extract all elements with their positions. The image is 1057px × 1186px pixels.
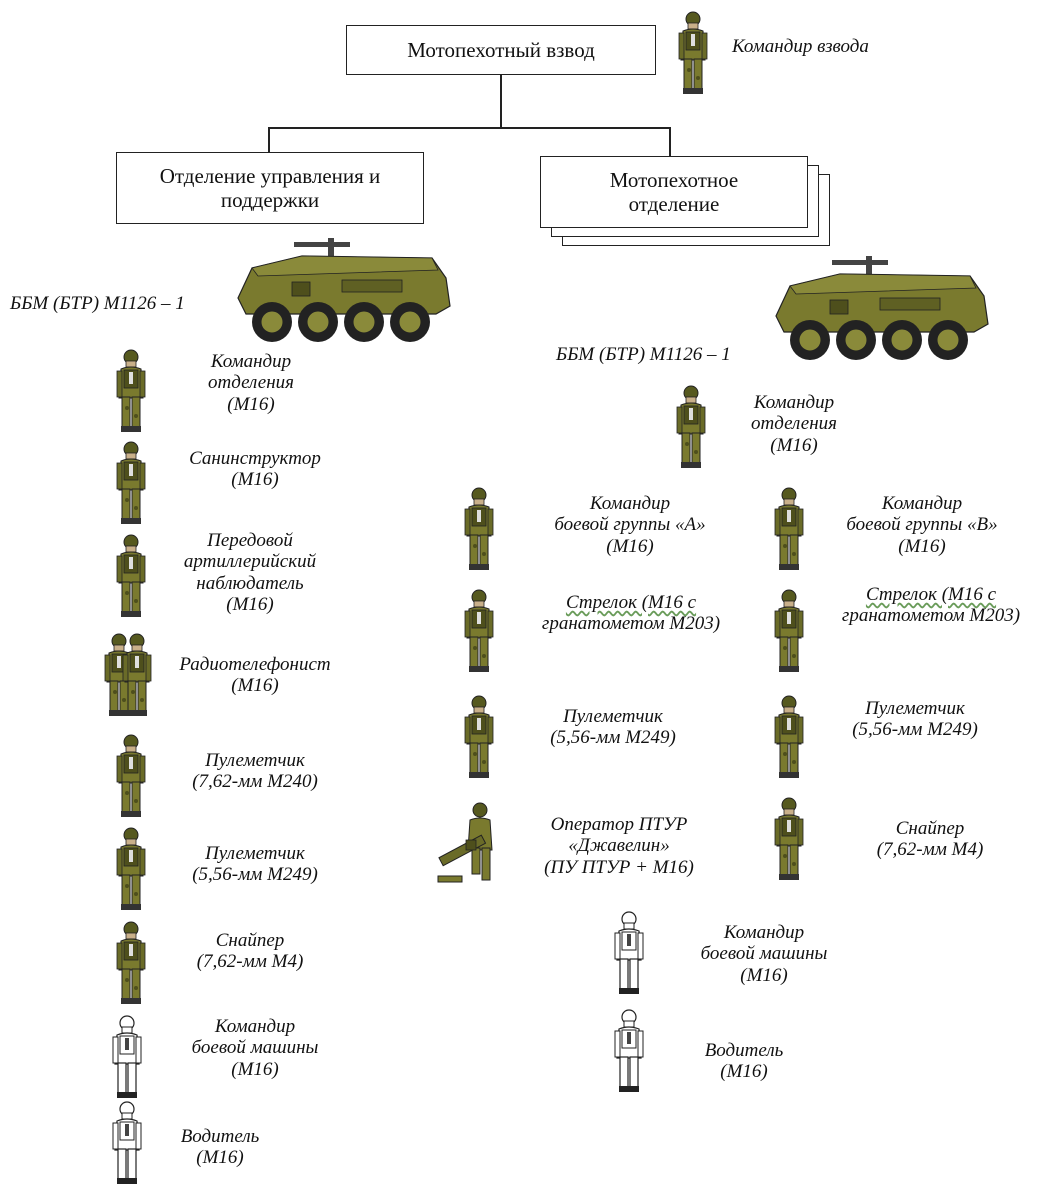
soldier-olive-icon	[462, 486, 496, 572]
soldier-outline-icon	[612, 1008, 646, 1094]
team-a-1-label: Командир боевой группы «А» (М16)	[554, 493, 706, 557]
soldier-outline-icon	[110, 1100, 144, 1186]
soldier-olive-icon	[772, 796, 806, 882]
right-vehicle-label: ББМ (БТР) М1126 – 1	[556, 344, 731, 365]
platoon-leader-label: Командир взвода	[732, 36, 869, 57]
left-item-9-label: Водитель (М16)	[180, 1126, 260, 1169]
left-item-5-label: Пулеметчик (7,62-мм М240)	[192, 750, 318, 793]
left-item-7-label: Снайпер (7,62-мм М4)	[196, 930, 304, 973]
soldier-pair-olive-icon	[102, 632, 154, 718]
soldier-olive-icon	[772, 486, 806, 572]
connector-root-down	[500, 74, 502, 128]
left-item-1-label: Командир отделения (М16)	[208, 351, 294, 415]
soldier-olive-icon	[114, 348, 148, 434]
platoon-box-label: Мотопехотный взвод	[407, 37, 595, 62]
soldier-olive-icon	[772, 694, 806, 780]
right-crew-1-label: Командир боевой машины (М16)	[700, 922, 828, 986]
support-section-line2: поддержки	[220, 188, 320, 212]
soldier-olive-icon	[114, 826, 148, 912]
infantry-section-box: Мотопехотное отделение	[540, 156, 808, 228]
platoon-box: Мотопехотный взвод	[346, 25, 656, 75]
left-vehicle-label: ББМ (БТР) М1126 – 1	[10, 293, 185, 314]
left-item-3-label: Передовой артиллерийский наблюдатель (М1…	[183, 530, 317, 615]
right-top-label: Командир отделения (М16)	[751, 392, 837, 456]
team-b-1-label: Командир боевой группы «В» (М16)	[846, 493, 998, 557]
soldier-outline-icon	[110, 1014, 144, 1100]
left-item-2-label: Санинструктор (М16)	[189, 448, 321, 491]
soldier-olive-icon	[114, 440, 148, 526]
soldier-olive-icon	[114, 733, 148, 819]
javelin-operator-icon	[436, 800, 502, 886]
connector-right-down	[669, 127, 671, 157]
left-vehicle-icon	[232, 232, 454, 356]
team-b-4-label: Снайпер (7,62-мм М4)	[876, 818, 984, 861]
soldier-olive-icon	[674, 384, 708, 470]
left-item-6-label: Пулеметчик (5,56-мм М249)	[192, 843, 318, 886]
left-item-4-label: Радиотелефонист (М16)	[179, 654, 331, 697]
infantry-section-line2: отделение	[628, 192, 720, 216]
right-crew-2-label: Водитель (М16)	[704, 1040, 784, 1083]
right-vehicle-icon	[770, 250, 992, 374]
soldier-olive-icon	[114, 920, 148, 1006]
soldier-olive-icon	[114, 533, 148, 619]
team-a-2-label: Стрелок (М16 с гранатометом М203)	[541, 592, 721, 635]
connector-left-down	[268, 127, 270, 153]
team-a-3-label: Пулеметчик (5,56-мм М249)	[550, 706, 676, 749]
soldier-olive-icon	[772, 588, 806, 674]
team-b-3-label: Пулеметчик (5,56-мм М249)	[852, 698, 978, 741]
team-a-4-label: Оператор ПТУР «Джавелин» (ПУ ПТУР + М16)	[544, 814, 694, 878]
soldier-olive-icon	[462, 588, 496, 674]
connector-horizontal	[268, 127, 670, 129]
support-section-box: Отделение управления и поддержки	[116, 152, 424, 224]
infantry-section-line1: Мотопехотное	[609, 167, 739, 192]
left-item-8-label: Командир боевой машины (М16)	[191, 1016, 319, 1080]
soldier-olive-icon	[676, 10, 710, 96]
team-b-2-label: Стрелок (М16 с гранатометом М203)	[841, 584, 1021, 627]
soldier-olive-icon	[462, 694, 496, 780]
soldier-outline-icon	[612, 910, 646, 996]
support-section-line1: Отделение управления и	[159, 163, 381, 188]
